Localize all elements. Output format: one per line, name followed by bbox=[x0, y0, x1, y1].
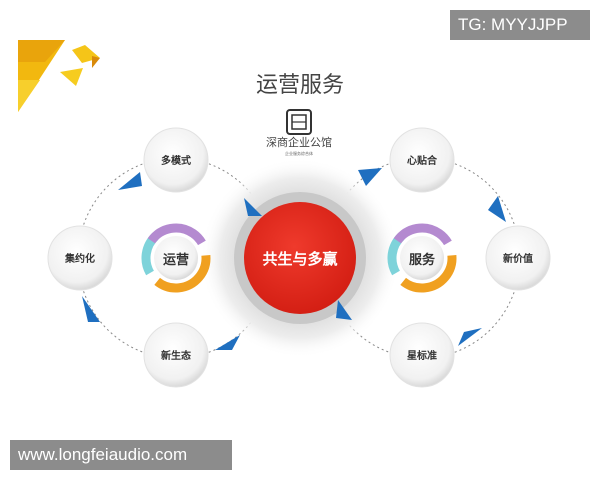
svg-text:集约化: 集约化 bbox=[64, 252, 95, 265]
brand-logo-icon bbox=[18, 40, 100, 112]
arrow-icon bbox=[244, 198, 262, 216]
arrows bbox=[82, 168, 506, 350]
svg-text:新生态: 新生态 bbox=[161, 349, 191, 362]
node-left-0: 多模式 bbox=[143, 127, 209, 193]
svg-text:心贴合: 心贴合 bbox=[407, 154, 438, 167]
arrow-icon bbox=[488, 196, 506, 222]
arrow-icon bbox=[82, 296, 100, 322]
node-left-2: 新生态 bbox=[143, 322, 209, 388]
node-right-2: 星标准 bbox=[389, 322, 455, 388]
logo-name: 深商企业公馆 bbox=[266, 135, 332, 149]
node-left-1: 集约化 bbox=[47, 225, 113, 291]
svg-text:新价值: 新价值 bbox=[503, 252, 533, 265]
arrow-icon bbox=[458, 328, 482, 346]
svg-text:多模式: 多模式 bbox=[161, 154, 191, 167]
watermark-bottom-left: www.longfeiaudio.com bbox=[10, 440, 232, 470]
right-hub-label: 服务 bbox=[409, 252, 436, 268]
left-hub: 运营 bbox=[141, 223, 211, 293]
arrow-icon bbox=[336, 300, 352, 320]
arrow-icon bbox=[215, 335, 240, 350]
watermark-top-right: TG: MYYJJPP bbox=[450, 10, 590, 40]
logo-subtitle: 企业服务综合体 bbox=[285, 150, 313, 156]
right-hub: 服务 bbox=[387, 223, 457, 293]
page-title: 运营服务 bbox=[256, 73, 344, 98]
left-hub-label: 运营 bbox=[163, 252, 189, 268]
arrow-icon bbox=[118, 172, 142, 190]
node-right-0: 心贴合 bbox=[389, 127, 455, 193]
center-label: 共生与多赢 bbox=[262, 250, 337, 268]
svg-text:星标准: 星标准 bbox=[407, 349, 437, 362]
center-circle bbox=[244, 202, 356, 314]
seal-icon bbox=[286, 109, 312, 135]
node-right-1: 新价值 bbox=[485, 225, 551, 291]
arrow-icon bbox=[358, 168, 382, 186]
